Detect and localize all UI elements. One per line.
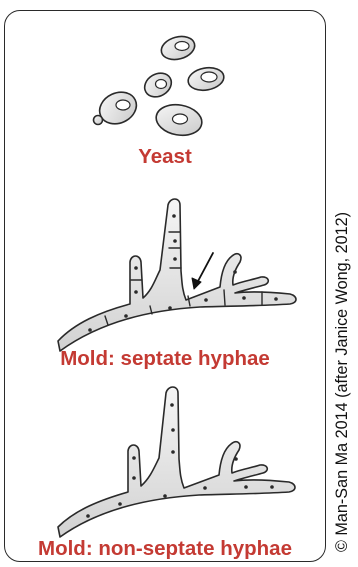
yeast-cell [159, 33, 198, 63]
copyright-credit: © Man-San Ma 2014 (after Janice Wong, 20… [331, 212, 353, 552]
septum-arrow-icon [192, 253, 213, 289]
septate-hypha [58, 199, 296, 351]
yeast-cell [154, 101, 205, 139]
septate-hyphae-label: Mold: septate hyphae [4, 347, 326, 371]
yeast-cell [186, 65, 225, 93]
yeast-cells [94, 33, 226, 139]
yeast-label: Yeast [4, 145, 326, 169]
yeast-cell [140, 68, 175, 101]
nonseptate-hyphae-label: Mold: non-septate hyphae [4, 537, 326, 561]
yeast-cell-budding [94, 86, 142, 129]
nonseptate-hypha [58, 387, 295, 537]
